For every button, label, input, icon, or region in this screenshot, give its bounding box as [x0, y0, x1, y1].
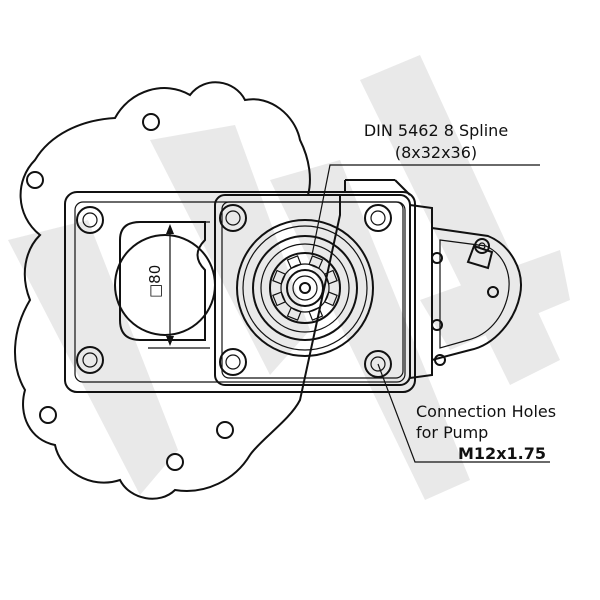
watermark-logo: [8, 55, 570, 500]
spline-tooth: [272, 269, 287, 285]
spline-teeth: [272, 255, 338, 321]
dimension-80: □80: [146, 221, 210, 349]
bolt-bottom-mid: [219, 348, 247, 376]
bolt-top-mid: [219, 204, 247, 232]
side-attachment: [409, 203, 522, 380]
dimension-label: □80: [146, 265, 164, 298]
spline-tooth: [323, 291, 338, 307]
bolt-top-right: [364, 204, 392, 232]
callout-connection-holes: Connection Holes for Pump M12x1.75: [377, 363, 556, 463]
bolt-top-left: [76, 206, 104, 234]
connection-hole-bottom-right: [364, 350, 392, 378]
spline-tooth: [286, 306, 302, 321]
spline-tooth: [308, 306, 324, 321]
square-cutout: [114, 221, 216, 341]
spline-tooth: [308, 255, 324, 270]
mounting-flange: [14, 81, 341, 500]
spline-tooth: [272, 291, 287, 307]
holes-thread-spec: M12x1.75: [458, 444, 546, 463]
output-shaft: [236, 219, 374, 357]
spline-tooth: [323, 269, 338, 285]
spline-spec: (8x32x36): [395, 143, 477, 162]
housing-bolts: [76, 204, 392, 378]
spline-label: DIN 5462 8 Spline: [364, 121, 508, 140]
breather-fitting: [466, 238, 494, 270]
bolt-bottom-left: [76, 346, 104, 374]
callout-spline: DIN 5462 8 Spline (8x32x36): [311, 121, 540, 256]
holes-label-line2: for Pump: [416, 423, 488, 442]
spline-tooth: [286, 255, 302, 270]
holes-label-line1: Connection Holes: [416, 402, 556, 421]
